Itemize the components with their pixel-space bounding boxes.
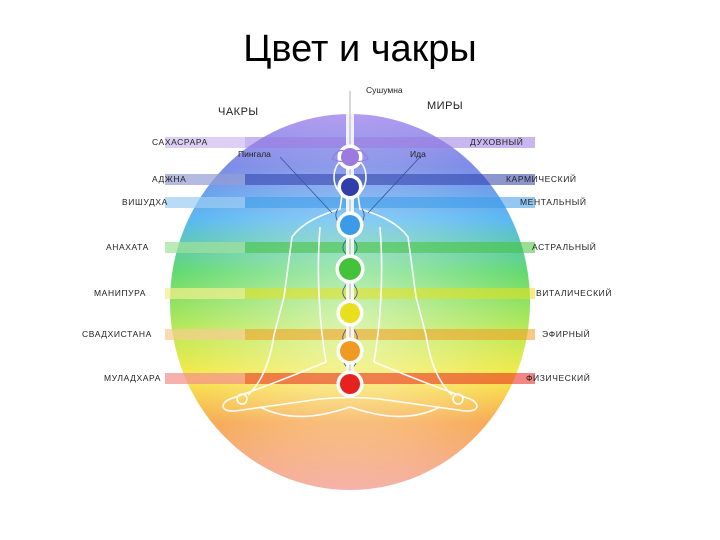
- chakra-diagram: Сушумна ЧАКРЫ МИРЫ Пингала Ида САХАСРАРА…: [70, 77, 645, 490]
- crown-lotus-icon: [331, 149, 369, 163]
- world-label: ДУХОВНЫЙ: [470, 136, 524, 147]
- chakra-diagram-svg: Сушумна ЧАКРЫ МИРЫ Пингала Ида САХАСРАРА…: [82, 85, 612, 490]
- chakra-dot: [340, 303, 360, 323]
- world-label: ВИТАЛИЧЕСКИЙ: [536, 287, 612, 298]
- worlds-header: МИРЫ: [427, 100, 463, 112]
- chakra-dot: [341, 178, 359, 196]
- chakra-label: ВИШУДХА: [122, 197, 168, 207]
- sushumna-label: Сушумна: [366, 85, 403, 95]
- world-label: КАРМИЧЕСКИЙ: [506, 173, 577, 184]
- world-label: ФИЗИЧЕСКИЙ: [526, 372, 590, 383]
- chakra-label: САХАСРАРА: [152, 137, 208, 147]
- chakra-dot: [339, 258, 361, 280]
- chakra-label: МУЛАДХАРА: [104, 373, 161, 383]
- chakra-dot: [340, 215, 360, 235]
- chakra-points: [335, 144, 365, 398]
- chakras-header: ЧАКРЫ: [218, 106, 259, 118]
- world-label: ЭФИРНЫЙ: [542, 328, 590, 339]
- chakra-dot: [340, 374, 360, 394]
- chakra-dot: [340, 341, 360, 361]
- chakra-label: МАНИПУРА: [94, 288, 146, 298]
- pingala-label: Пингала: [238, 149, 271, 159]
- slide-title: Цвет и чакры: [243, 28, 477, 70]
- world-label: АСТРАЛЬНЫЙ: [532, 241, 596, 252]
- world-label: МЕНТАЛЬНЫЙ: [520, 196, 587, 207]
- meditating-figure: [222, 156, 478, 418]
- ida-label: Ида: [410, 149, 426, 159]
- chakra-label: АНАХАТА: [106, 242, 149, 252]
- chakra-label: АДЖНА: [152, 174, 186, 184]
- chakra-label: СВАДХИСТАНА: [82, 329, 152, 339]
